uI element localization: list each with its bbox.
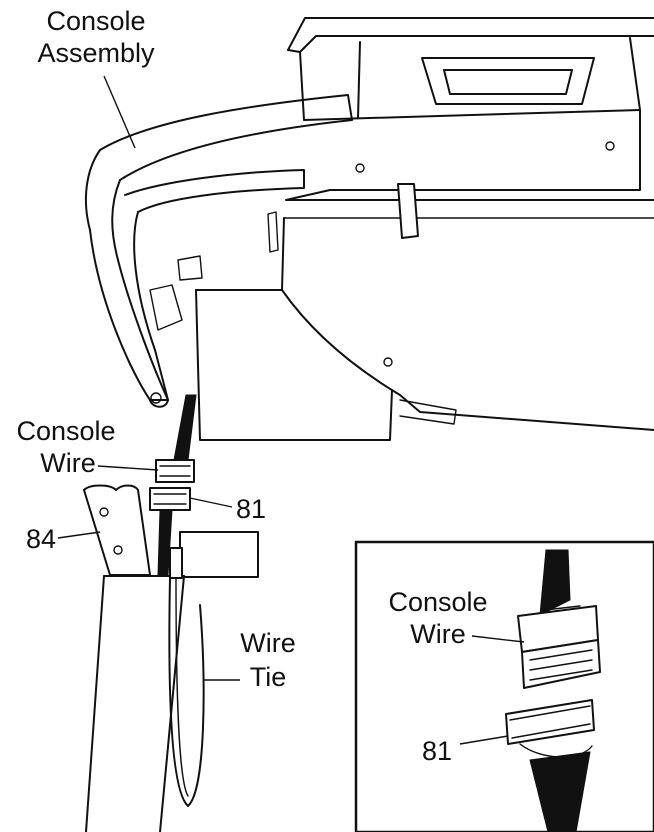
leader-81 [189,497,233,508]
wire-clip [397,183,419,239]
wire-tie [168,547,205,807]
label-wire-tie-line1: Wire [240,628,296,658]
inset-detail [354,540,654,832]
label-inset-81: 81 [422,736,452,766]
console-housing [283,17,654,219]
leader-84 [57,531,101,539]
connector-81 [149,487,191,511]
leader-lines [57,75,525,745]
callout-labels: Console Assembly Console Wire 81 84 Wire… [16,6,487,766]
leader-console-wire [97,465,159,471]
label-inset-console-wire-line2: Wire [410,619,466,649]
label-inset-console-wire-line1: Console [388,587,487,617]
leader-inset-81 [459,735,509,745]
label-console-wire-line1: Console [16,416,115,446]
label-console-assembly-line2: Assembly [37,38,155,68]
handlebar [84,94,353,408]
label-console-wire-line2: Wire [40,448,96,478]
inset-connector-81 [505,699,595,745]
label-84: 84 [26,524,56,554]
leader-inset-console-wire [471,635,525,643]
leader-console-assembly [103,75,136,149]
screw-hole [605,141,615,151]
screw-hole [355,163,365,173]
label-console-assembly-line1: Console [46,6,145,36]
label-wire-tie-line2: Tie [250,662,287,692]
console-wire-connector [155,459,195,483]
label-81: 81 [236,494,266,524]
console-wire [149,394,197,576]
console-body [149,183,654,441]
